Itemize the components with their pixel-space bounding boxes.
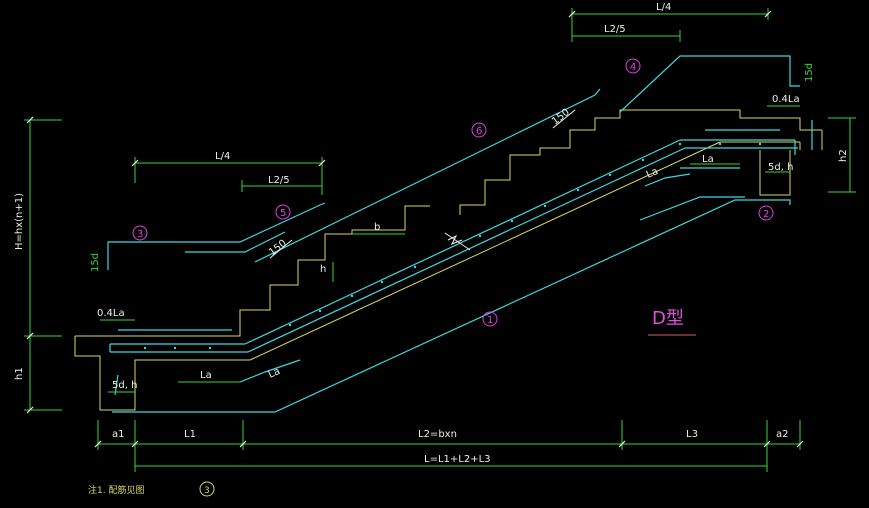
dim-h2: h2	[838, 149, 849, 162]
dimension-lines	[24, 8, 856, 472]
rebar-lines	[107, 55, 813, 413]
dim-H: H=hx(n+1)	[14, 193, 25, 250]
rebar-marker-labels: 1 2 3 4 5 6	[137, 62, 769, 326]
dim-15d-right: 15d	[804, 63, 815, 82]
dim-L-total: L=L1+L2+L3	[424, 454, 491, 465]
marker-6: 6	[476, 126, 482, 137]
dim-L2: L2=bxn	[418, 429, 457, 440]
dim-04la-left: 0.4La	[97, 308, 125, 319]
marker-2: 2	[763, 209, 769, 220]
break-symbol	[444, 232, 471, 251]
note-marker-circle	[199, 481, 215, 497]
rebar-3	[107, 202, 326, 270]
rebar-dots	[143, 142, 762, 350]
stair-concrete-outline	[74, 109, 823, 411]
rebar-4	[619, 55, 800, 113]
dim-04la-right: 0.4La	[772, 94, 800, 105]
marker-1: 1	[487, 315, 493, 326]
dim-150-top: 150	[550, 107, 572, 127]
dim-a1: a1	[112, 429, 125, 440]
marker-4: 4	[630, 62, 636, 73]
rebar-2	[639, 196, 745, 221]
dim-L25-left: L2/5	[268, 175, 290, 186]
dim-la-1: La	[200, 370, 212, 381]
dim-150-left: 150	[267, 238, 289, 258]
marker-3: 3	[137, 229, 143, 240]
marker-6-circle	[471, 122, 487, 138]
dim-h: h	[320, 264, 326, 275]
dim-la-3: La	[702, 154, 714, 165]
note-text: 注1. 配筋见图	[88, 484, 144, 496]
dim-L3: L3	[686, 429, 698, 440]
dimension-ticks	[26, 10, 804, 448]
marker-5: 5	[280, 208, 286, 219]
note-marker: 3	[204, 486, 210, 496]
dim-la-2: La	[267, 366, 282, 381]
type-label: D型	[652, 308, 684, 329]
rebar-6	[254, 88, 601, 263]
marker-1-circle	[482, 311, 498, 327]
rebar-markers	[132, 58, 774, 327]
angle-150-marks	[269, 109, 576, 259]
dim-15d-left: 15d	[90, 253, 101, 272]
marker-5-circle	[275, 204, 291, 220]
dim-5d-right: 5d, h	[768, 162, 793, 173]
rebar-1	[112, 199, 791, 413]
dim-la-4: La	[645, 166, 660, 181]
dim-L4-top: L/4	[656, 2, 671, 13]
dim-L4-left: L/4	[215, 151, 230, 162]
marker-2-circle	[758, 205, 774, 221]
dim-h1: h1	[14, 367, 25, 380]
dim-L25-top: L2/5	[604, 24, 626, 35]
rebar-5	[185, 231, 286, 253]
marker-3-circle	[132, 225, 148, 241]
dim-L1: L1	[184, 429, 196, 440]
dim-a2: a2	[776, 429, 789, 440]
marker-4-circle	[625, 58, 641, 74]
dim-b: b	[374, 222, 380, 233]
dim-5d-left: 5d, h	[112, 380, 137, 391]
